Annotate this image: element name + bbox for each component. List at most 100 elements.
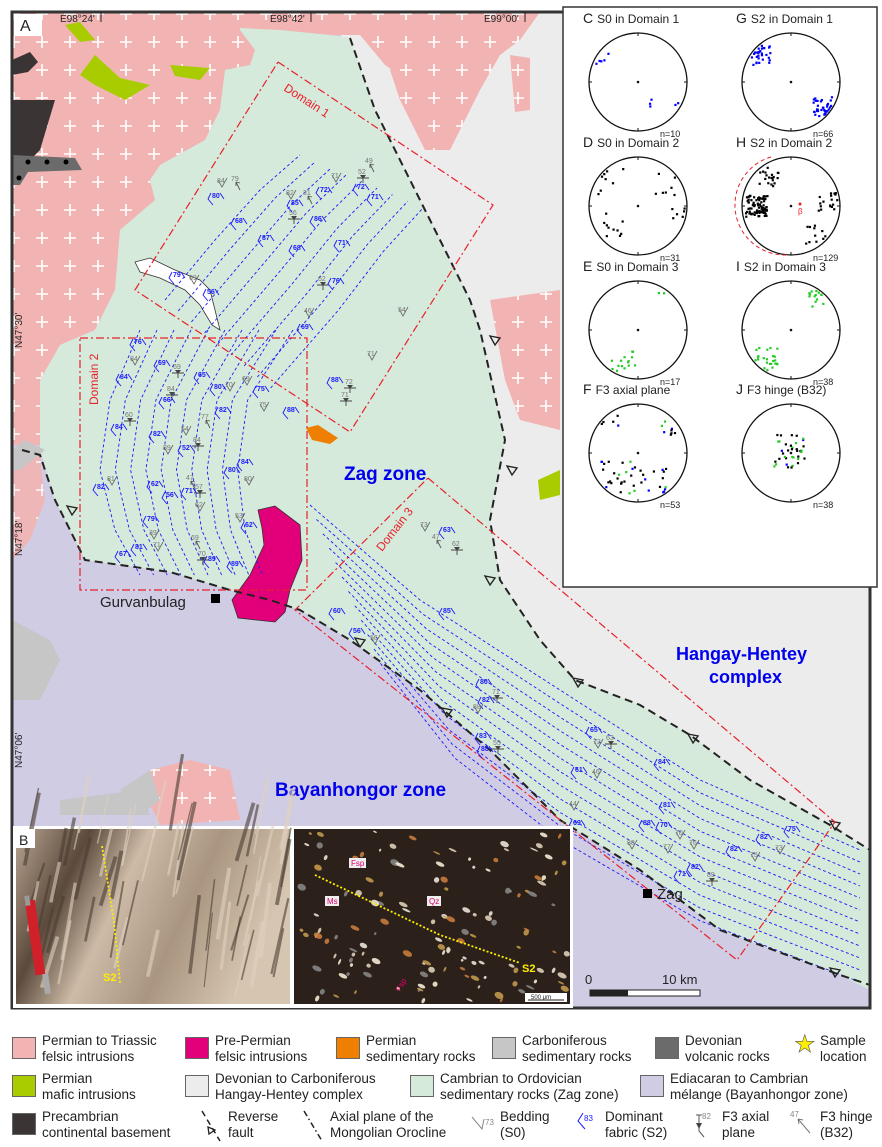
measurement-s2: 82 (725, 845, 743, 859)
measurement-s0: 72 (593, 738, 604, 749)
swatch (185, 1075, 209, 1097)
stereonet-letter: G (736, 10, 747, 26)
stereonet-point (627, 361, 630, 364)
stereonet-point (795, 448, 798, 451)
stereonet-point (765, 53, 768, 57)
stereonet-point (677, 102, 680, 105)
stereonet-point (762, 357, 765, 360)
stereonet-point (761, 211, 764, 214)
measurement-value: 46 (592, 769, 600, 776)
permian-triassic-felsic-intrusions (12, 12, 255, 445)
measurement-value: 73 (420, 522, 428, 529)
fault-tooth-icon (828, 967, 842, 979)
stereonet-point (597, 193, 600, 196)
stereonet-point (753, 213, 756, 217)
beta-label: β (798, 207, 803, 216)
measurement-value: 71 (185, 488, 193, 495)
measurement-s0: 46 (592, 768, 603, 779)
stereonet-point (760, 54, 764, 57)
measurement-s0: 70 (675, 829, 686, 840)
stereonet-point (664, 191, 667, 194)
measurement-b: 49 (365, 158, 375, 173)
stereonet-point (791, 446, 794, 449)
s2-form-line (230, 187, 378, 356)
s2-form-line (243, 194, 393, 367)
stereonet-point (774, 362, 777, 365)
stereonet-point (808, 225, 812, 229)
measurement-s2: 89 (226, 560, 244, 574)
stereonet-count: n=31 (660, 253, 680, 263)
stereonet-point (768, 46, 771, 49)
measurement-value: 85 (443, 608, 451, 615)
measurement-value: 75 (259, 402, 267, 409)
panel-label-a: A (20, 18, 31, 35)
stereonet-point (781, 452, 785, 455)
measurement-b: 47 (186, 475, 196, 490)
stereonet-point (602, 468, 605, 471)
stereonet-point (802, 438, 805, 442)
stereonet-point (760, 44, 763, 47)
measurement-s2: 82 (92, 483, 110, 497)
measurement-s2: 82 (755, 833, 773, 847)
measurement-value: 75 (788, 826, 796, 833)
measurement-value: 39 (149, 530, 157, 537)
stereonet-point (757, 204, 760, 207)
legend-label: fault (228, 1125, 254, 1140)
stereonet-point (758, 182, 761, 185)
measurement-value: 84 (130, 356, 138, 363)
stereonet-center (636, 80, 640, 84)
fault-tooth-icon (440, 707, 454, 719)
stereonet-title-text: F3 hinge (B32) (747, 383, 826, 397)
measurement-value: 88 (627, 840, 635, 847)
measurement-value: 52 (182, 445, 190, 452)
measurement-value: 69 (301, 324, 309, 331)
measurement-value: 88 (481, 746, 489, 753)
measurement-value: 77 (663, 844, 671, 851)
measurement-s0: 89 (163, 444, 174, 455)
domain-3-boundary (294, 477, 836, 961)
measurement-s0: 69 (242, 375, 253, 386)
stereonet-point (760, 201, 763, 204)
measurement-b: 31 (303, 190, 313, 205)
star-icon: ★ (794, 1031, 816, 1058)
measurement-s2: 56 (348, 627, 366, 641)
measurement-b: 79 (231, 176, 241, 191)
stereonet-point (758, 196, 761, 200)
stereonet-point (758, 211, 761, 214)
measurement-s2: 60 (328, 607, 346, 621)
stereonet-point (764, 177, 767, 181)
stereonet-point (823, 113, 826, 116)
legend-label: Sample (820, 1033, 866, 1048)
measurement-value: 70 (660, 822, 668, 829)
stereonet-point (747, 207, 750, 210)
f3-axial-plane-icon: 82 (696, 1112, 711, 1138)
stereonet-point (670, 186, 673, 189)
measurement-value: 84 (115, 424, 123, 431)
stereonet-point (663, 488, 667, 491)
legend-label: Permian (42, 1071, 93, 1086)
measurement-s2: 81 (658, 801, 676, 815)
stereonet-point (629, 460, 632, 463)
measurement-s0: 56 (370, 634, 381, 645)
stereonet-title-text: S2 in Domain 2 (750, 136, 832, 150)
legend-label: Mongolian Orocline (330, 1125, 447, 1140)
measurement-value: 75 (750, 852, 758, 859)
measurement-s2: 70 (655, 821, 673, 835)
permian-triassic-felsic-intrusions (148, 760, 240, 825)
stereonet-point (753, 51, 757, 54)
stereonet-point (765, 358, 769, 361)
measurement-s0: 71 (153, 541, 164, 552)
s2-form-line (360, 619, 861, 947)
fault-tooth-icon (353, 637, 367, 649)
stereonet-point (783, 455, 787, 459)
stereonet-point (791, 464, 794, 467)
measurement-f3: 60 (124, 412, 136, 426)
